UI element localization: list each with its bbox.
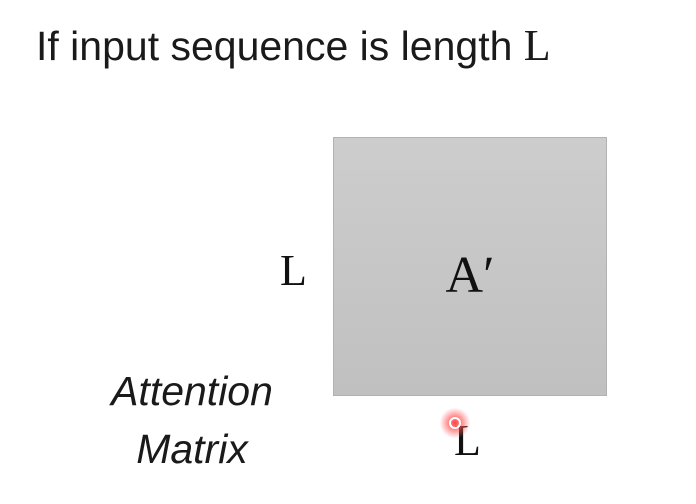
matrix-label: A′ <box>445 247 495 304</box>
attention-matrix-caption: Attention Matrix <box>82 362 302 478</box>
laser-pointer-ring <box>449 417 461 429</box>
title-text: If input sequence is length <box>36 23 524 69</box>
caption-line-2: Matrix <box>136 426 248 472</box>
attention-matrix-box: A′ <box>333 137 607 396</box>
row-dimension-label: L <box>280 246 307 295</box>
title-variable: L <box>523 21 551 70</box>
slide-title: If input sequence is length L <box>36 20 551 71</box>
caption-line-1: Attention <box>111 368 273 414</box>
